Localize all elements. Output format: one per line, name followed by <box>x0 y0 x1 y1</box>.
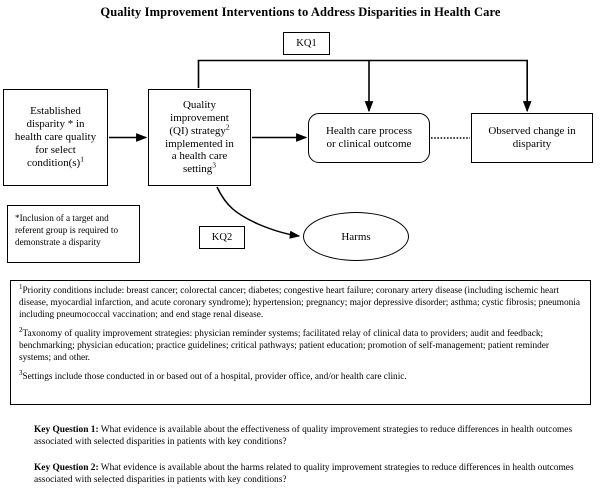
established-line-5: condition(s) <box>27 156 81 169</box>
kq1-label-box: KQ1 <box>283 32 330 55</box>
footnote-3-marker: 3 <box>19 368 23 377</box>
key-question-2-text: What evidence is available about the har… <box>34 463 574 486</box>
established-footnote-marker: 1 <box>80 154 84 164</box>
observed-line-2: disparity <box>512 138 552 150</box>
key-question-1-label: Key Question 1: <box>34 425 99 435</box>
qi-strategy-box: Quality improvement (QI) strategy2 imple… <box>148 89 251 186</box>
harms-ellipse: Harms <box>303 212 409 261</box>
established-line-3: health care quality <box>14 131 97 144</box>
established-disparity-box: Established disparity * in health care q… <box>3 89 108 186</box>
key-question-2: Key Question 2: What evidence is availab… <box>34 462 579 487</box>
qi-footnote-marker-3: 3 <box>212 160 217 170</box>
established-line-2: disparity * in <box>26 118 85 131</box>
footnote-3: 3Settings include those conducted in or … <box>19 368 582 384</box>
footnote-1-marker: 1 <box>19 282 23 291</box>
footnote-2-text: Taxonomy of quality improvement strategi… <box>19 328 549 363</box>
kq1-label: KQ1 <box>296 38 317 49</box>
kq2-label-box: KQ2 <box>199 226 245 249</box>
page-title: Quality Improvement Interventions to Add… <box>100 5 501 19</box>
inclusion-note-box: *Inclusion of a target and referent grou… <box>7 205 140 263</box>
process-line-1: Health care process <box>325 125 413 138</box>
qi-line-5: a health care <box>171 150 228 163</box>
qi-line-1: Quality <box>182 98 216 111</box>
qi-footnote-marker-2: 2 <box>225 121 230 131</box>
qi-line-3: (QI) strategy <box>169 124 226 137</box>
qi-line-2: improvement <box>170 111 229 124</box>
key-question-2-label: Key Question 2: <box>34 463 99 473</box>
footnote-1: 1Priority conditions include: breast can… <box>19 282 582 322</box>
footnote-2-marker: 2 <box>19 325 23 334</box>
health-care-process-box: Health care process or clinical outcome <box>308 113 430 163</box>
established-line-1: Established <box>30 105 81 118</box>
established-line-4: for select <box>35 143 76 156</box>
qi-line-6: setting <box>182 163 213 176</box>
key-question-1-text: What evidence is available about the eff… <box>34 425 573 448</box>
harms-label: Harms <box>341 230 371 243</box>
footnote-3-text: Settings include those conducted in or b… <box>22 371 407 382</box>
kq2-label: KQ2 <box>211 232 233 243</box>
footnote-2: 2Taxonomy of quality improvement strateg… <box>19 325 582 365</box>
key-question-1: Key Question 1: What evidence is availab… <box>34 424 579 449</box>
qi-line-4: implemented in <box>165 137 234 150</box>
footnote-1-text: Priority conditions include: breast canc… <box>19 286 580 320</box>
inclusion-note-text: *Inclusion of a target and referent grou… <box>15 213 119 248</box>
process-line-2: or clinical outcome <box>326 138 412 150</box>
footnotes-panel: 1Priority conditions include: breast can… <box>10 280 591 405</box>
observed-change-box: Observed change in disparity <box>471 113 593 163</box>
observed-line-1: Observed change in <box>488 125 576 138</box>
